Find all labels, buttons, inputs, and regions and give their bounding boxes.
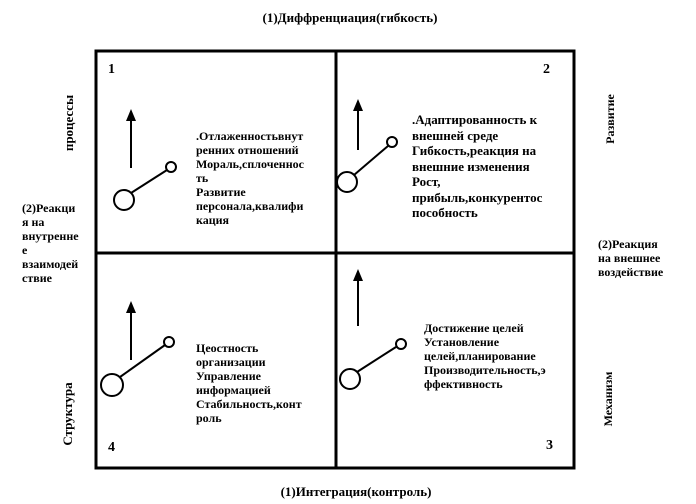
quadrant-2-text: .Адаптированность к внешней среде Гибкос… — [412, 112, 543, 220]
q4-growth-icon — [100, 301, 175, 397]
quadrant-number-3: 3 — [546, 438, 553, 453]
q1-growth-icon — [113, 109, 177, 211]
left-bottom-vertical-label: Структура — [60, 382, 75, 446]
left-top-vertical-label: процессы — [61, 94, 76, 152]
quadrant-number-2: 2 — [543, 62, 550, 77]
quadrant-number-4: 4 — [108, 440, 115, 455]
bottom-axis-label: (1)Интеграция(контроль) — [280, 484, 432, 499]
quadrant-3-text: Достижение целей Установление целей,план… — [424, 321, 546, 391]
right-side-label: (2)Реакция на внешнее воздействие — [598, 237, 664, 279]
right-bottom-vertical-label: Механизм — [601, 371, 615, 427]
q3-growth-icon — [339, 269, 407, 390]
left-side-label: (2)Реакци я на внутренне е взаимодей ств… — [22, 201, 79, 285]
top-axis-label: (1)Диффренциация(гибкость) — [262, 10, 438, 25]
q2-growth-icon — [336, 99, 398, 193]
quadrant-number-1: 1 — [108, 62, 115, 77]
right-top-vertical-label: Развитие — [603, 94, 617, 144]
quadrant-4-text: Цеостность организации Управление информ… — [196, 341, 302, 425]
quadrant-1-text: .Отлаженностьвнут ренних отношений Морал… — [196, 129, 304, 227]
